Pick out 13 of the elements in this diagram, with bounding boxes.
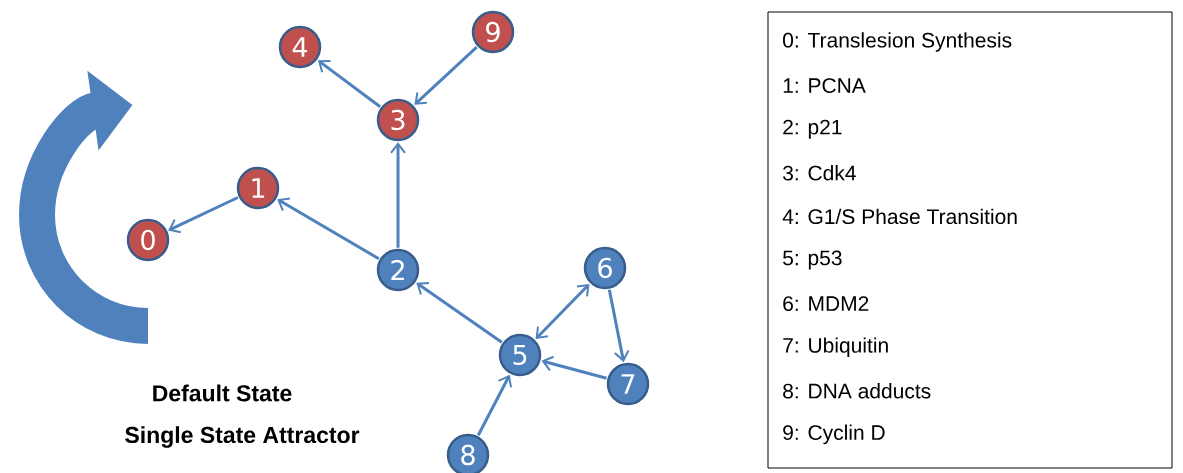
arrow (607, 289, 630, 363)
arrow (277, 197, 380, 261)
arrow (541, 355, 607, 380)
arrow (476, 374, 513, 436)
legend-box: 0: Translesion Synthesis 1: PCNA 2: p21 3: Cdk4 4: G1/S Phase Transition 5: p53 6: MDM2 7: Ubiquitin 8: DNA adducts 9: Cyclin D (767, 11, 1173, 469)
arrow (416, 282, 503, 344)
arrow (168, 196, 239, 234)
caption-text: Single State Attractor (125, 426, 360, 448)
caption-text: Default State (153, 384, 292, 402)
arrow (535, 283, 590, 340)
arrow (317, 60, 382, 108)
arrow (390, 142, 406, 248)
arrow (414, 46, 478, 105)
